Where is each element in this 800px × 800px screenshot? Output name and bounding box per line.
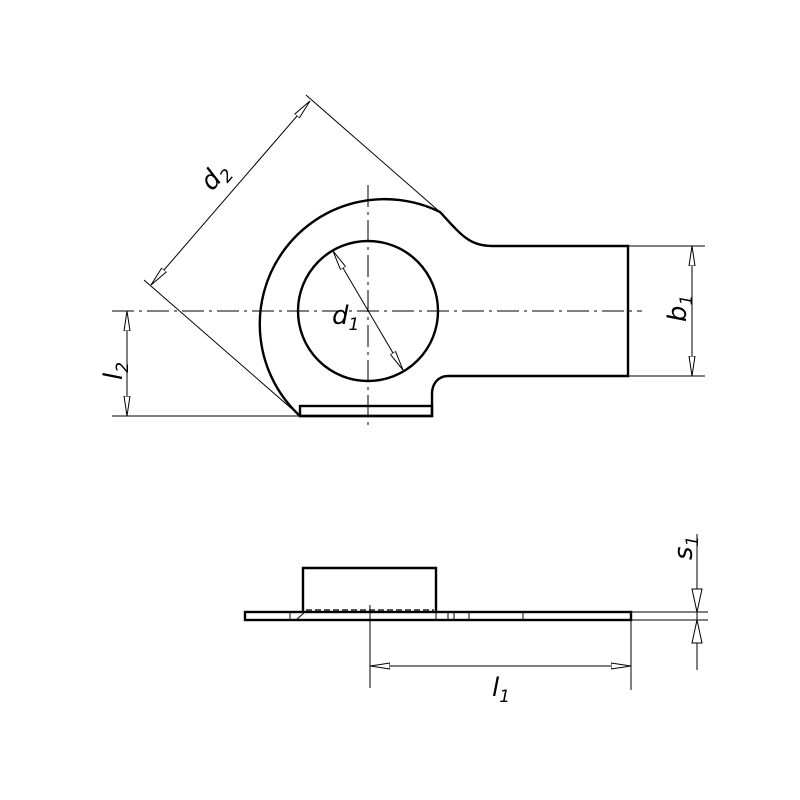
l2-label: l2 [99, 362, 133, 380]
washer-outline [258, 197, 630, 418]
tab-flap [298, 404, 434, 418]
raised-tab [301, 566, 438, 612]
s1-label: s1 [669, 536, 703, 560]
d2-extension-line [143, 279, 301, 417]
d2-extension-line [305, 94, 441, 213]
d2-dimension-line [151, 101, 310, 285]
d1-label: d1 [332, 301, 359, 335]
l1-label: l1 [492, 673, 510, 707]
top-view: d2 d1 l2 b1 [99, 94, 705, 428]
bore-hole [296, 239, 440, 383]
b1-label: b1 [663, 295, 697, 322]
side-view: l1 s1 [243, 534, 708, 707]
plate-section [243, 610, 633, 622]
d2-label: d2 [195, 156, 239, 199]
section-mark [295, 611, 306, 621]
d1-dimension-line [333, 251, 403, 370]
s1-arrow-top [691, 588, 703, 613]
s1-arrow-bottom [691, 619, 703, 644]
